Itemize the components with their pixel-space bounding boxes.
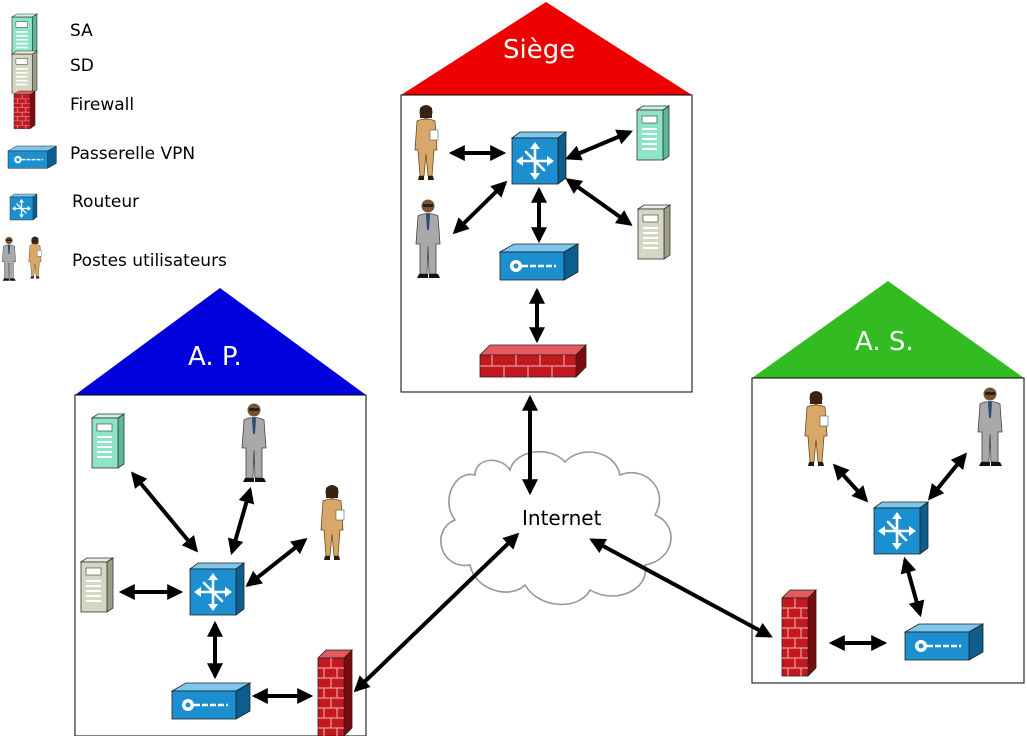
as-link-man-router: [927, 452, 968, 501]
legend-item-users: Postes utilisateurs: [1, 236, 227, 282]
ap-label: A. P.: [188, 342, 242, 372]
ap-link-sa-router: [130, 471, 199, 553]
legend-label-firewall: Firewall: [70, 95, 134, 115]
siege-links: [448, 129, 633, 496]
internet-label: Internet: [522, 506, 602, 530]
siege-sa-server-icon: [636, 105, 670, 161]
legend-item-sa: SA: [11, 13, 93, 57]
legend-label-router: Routeur: [72, 192, 139, 212]
ap-vpn-gateway-icon: [170, 681, 252, 721]
as-vpn-gateway-icon: [903, 622, 985, 662]
siege-link-router-sd: [565, 178, 633, 226]
legend-item-vpn: Passerelle VPN: [7, 144, 195, 170]
ap-sd-server-icon: [80, 557, 114, 613]
as-router-icon: [872, 500, 930, 556]
internet-cloud: Internet: [440, 450, 672, 606]
siege-label: Siège: [503, 35, 575, 65]
ap-router-icon: [188, 561, 246, 617]
site-as: A. S.: [589, 281, 1025, 684]
router-icon: [9, 193, 38, 221]
legend-label-users: Postes utilisateurs: [72, 251, 227, 271]
siege-link-man-router: [452, 180, 508, 235]
legend-label-sa: SA: [70, 21, 93, 41]
siege-link-router-sa: [565, 129, 633, 161]
ap-roof: [75, 288, 366, 395]
ap-link-man-router: [227, 486, 255, 556]
sd-server-icon: [11, 50, 38, 94]
ap-link-firewall-internet: [353, 532, 520, 693]
siege-firewall-icon: [479, 344, 587, 378]
site-ap: A. P.: [74, 288, 520, 736]
as-link-internet-firewall: [589, 538, 773, 638]
siege-roof: [401, 2, 692, 95]
legend-item-sd: SD: [11, 50, 94, 94]
vpn-gateway-icon: [7, 145, 58, 170]
siege-vpn-gateway-icon: [498, 242, 580, 282]
ap-link-woman-router: [245, 538, 308, 587]
as-link-woman-router: [832, 463, 869, 503]
site-siege: Siège: [400, 2, 693, 496]
as-label: A. S.: [855, 327, 914, 357]
legend-item-router: Routeur: [9, 192, 139, 221]
legend-label-sd: SD: [70, 56, 94, 76]
legend-item-firewall: Firewall: [13, 90, 134, 130]
siege-sd-server-icon: [637, 204, 671, 260]
firewall-icon: [13, 90, 36, 130]
man-user-icon: [1, 236, 16, 282]
sa-server-icon: [11, 13, 38, 57]
ap-sa-server-icon: [91, 413, 125, 469]
ap-firewall-icon: [317, 649, 353, 736]
legend-label-vpn: Passerelle VPN: [70, 144, 195, 164]
siege-router-icon: [510, 130, 568, 186]
as-roof: [752, 281, 1024, 378]
woman-user-icon: [28, 236, 42, 279]
ap-links: [118, 471, 520, 704]
legend: SA SD Firewall Passerelle VPN Routeur Po…: [1, 13, 227, 282]
as-firewall-icon: [781, 589, 817, 677]
as-link-router-vpn: [900, 556, 925, 618]
as-links: [589, 452, 968, 651]
